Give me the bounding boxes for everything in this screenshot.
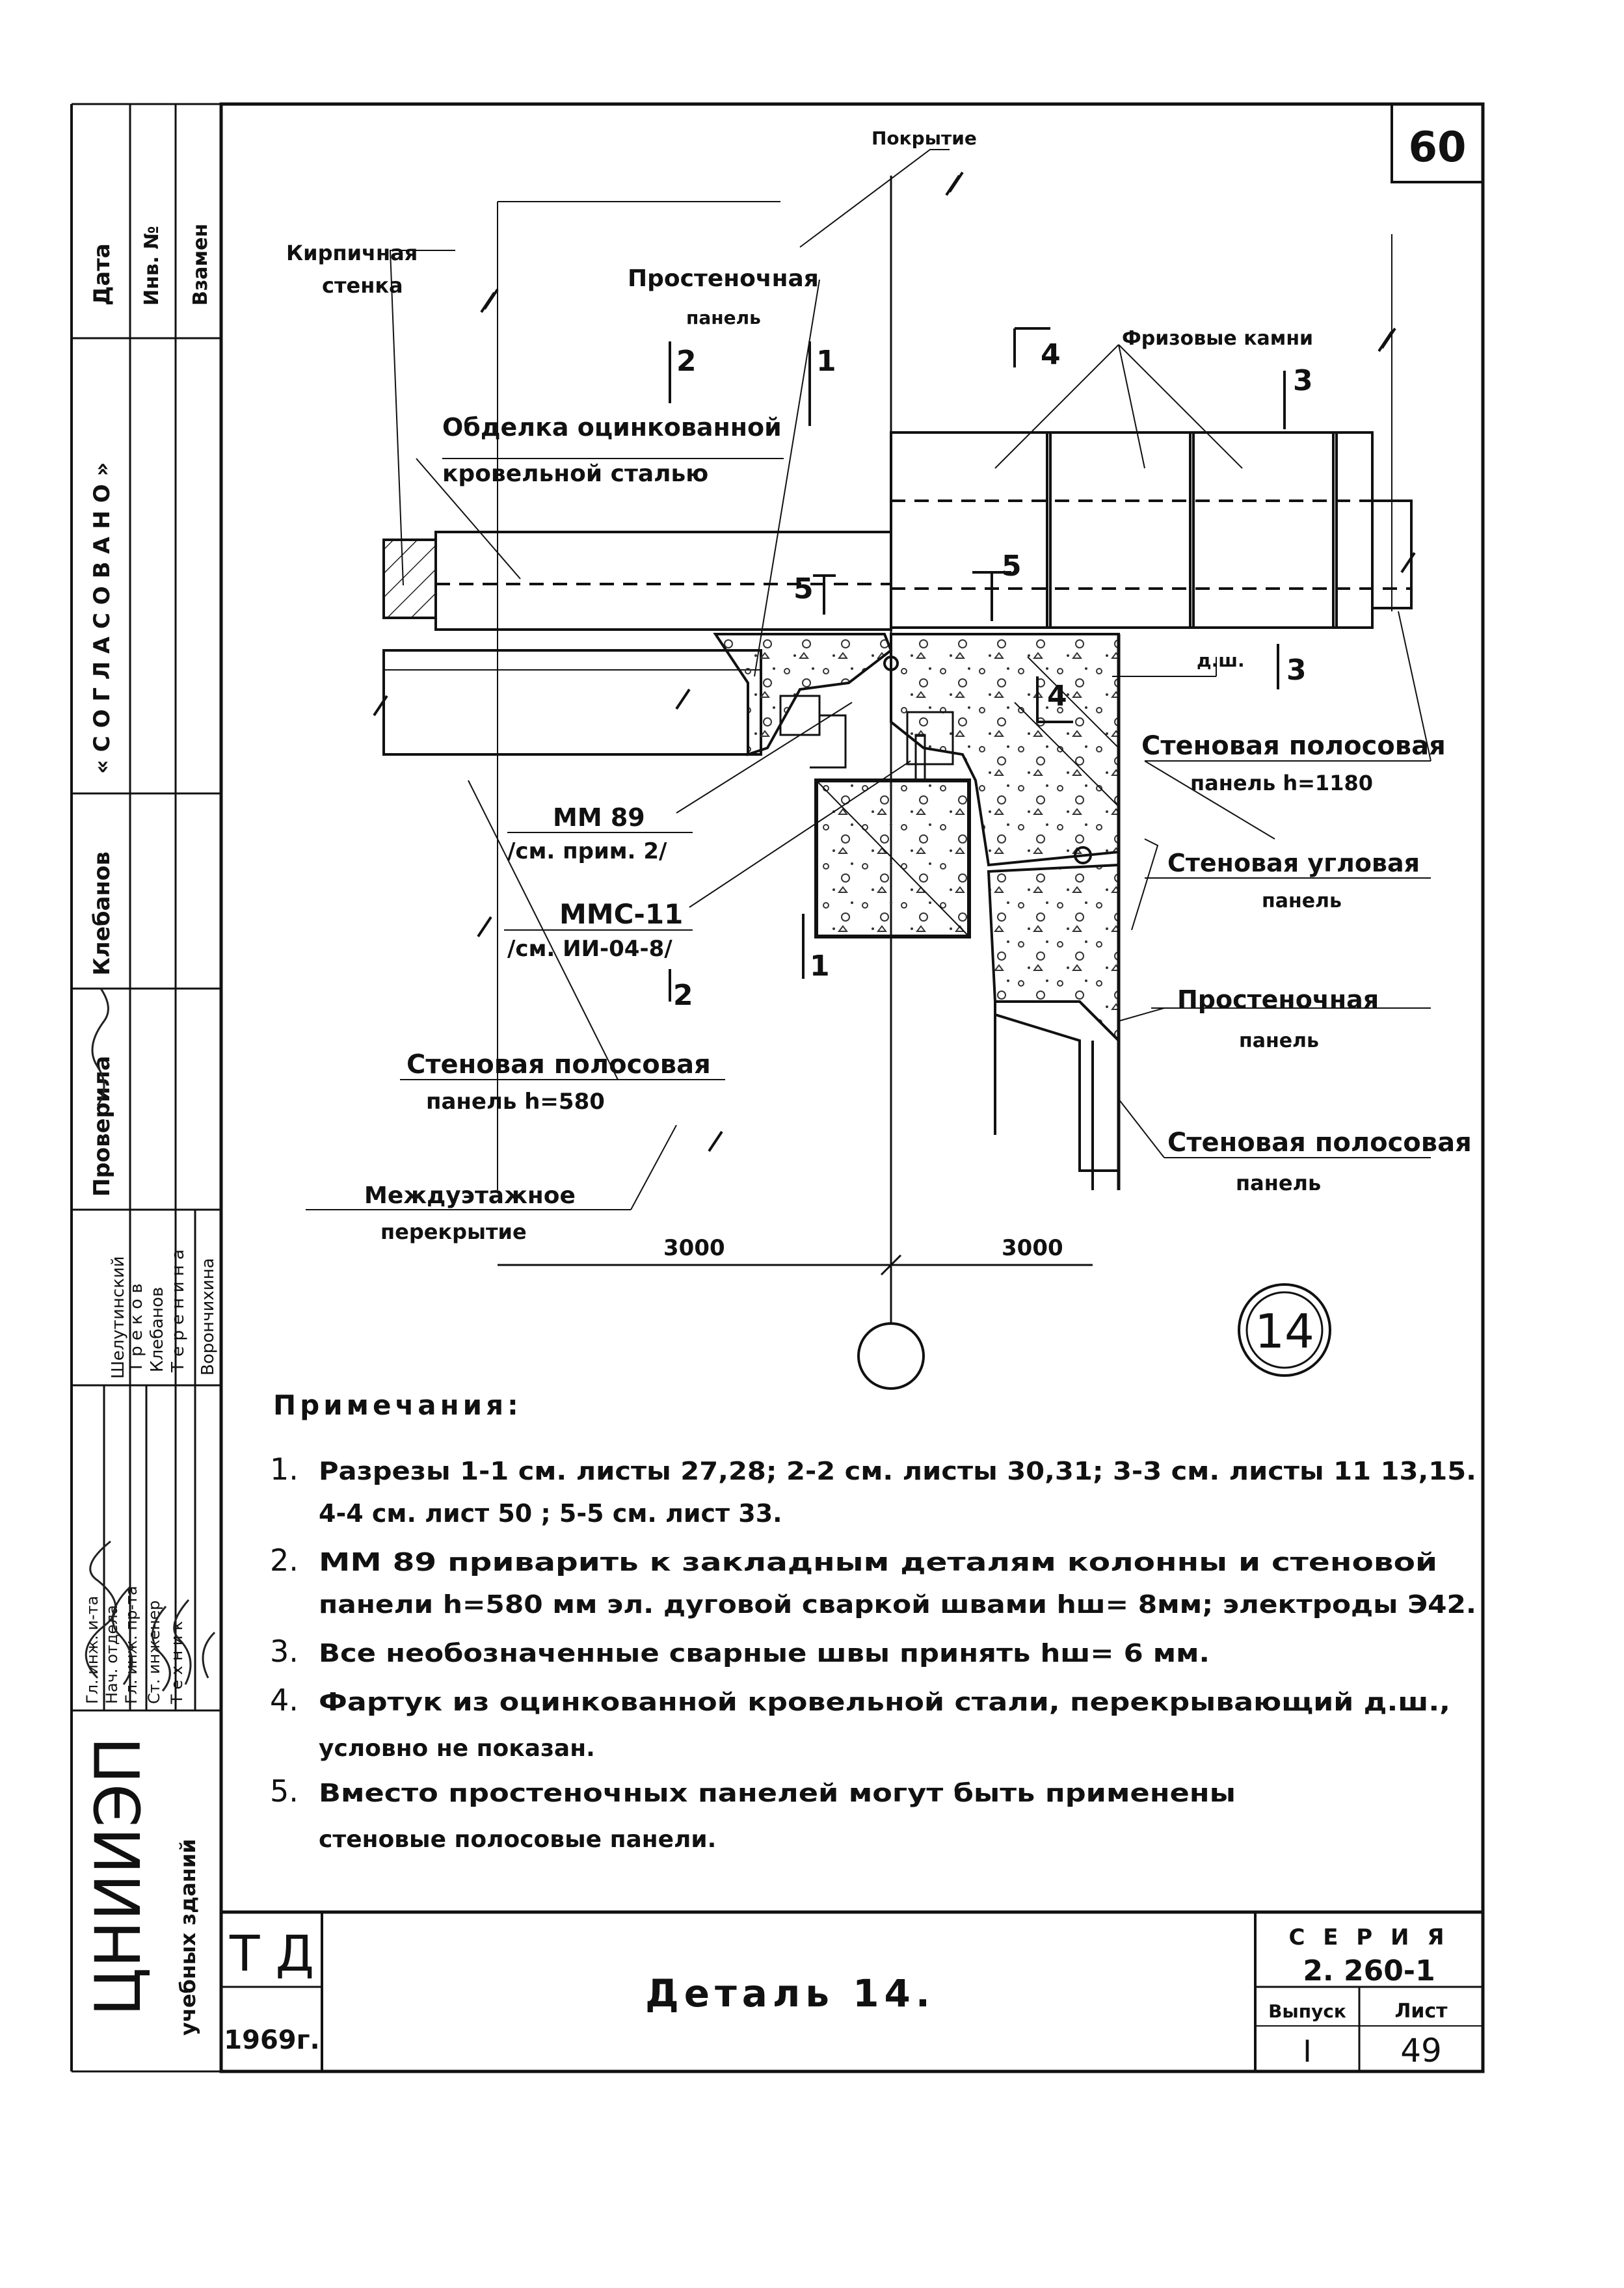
detail-number: 14 <box>1255 1304 1314 1359</box>
stamp-role-5: Т е х н и к <box>168 1621 186 1705</box>
stamp-date: Дата <box>89 243 115 306</box>
note-2-line1: ММ 89 приварить к закладным деталям коло… <box>319 1548 1437 1576</box>
note-3-line1: Все необозначенные сварные швы принять h… <box>319 1639 1210 1668</box>
label-mmc11-2: /см. ИИ-04-8/ <box>507 936 672 962</box>
label-obdelka-1: Обделка оцинкованной <box>442 413 782 442</box>
prostenochnaya-panel-top <box>713 633 893 756</box>
section-mark-5: 5 <box>1002 550 1022 583</box>
side-stamp-text: Дата Инв. № Взамен « С О Г Л А С О В А Н… <box>82 224 218 2036</box>
note-1-line1: Разрезы 1-1 см. листы 27,28; 2-2 см. лис… <box>319 1457 1476 1485</box>
label-mm89-1: ММ 89 <box>553 803 645 832</box>
label-prost2-1: Простеночная <box>1177 985 1379 1014</box>
label-kirp-2: стенка <box>322 273 403 298</box>
frame <box>70 102 1485 2073</box>
detail-number-mark: 14 <box>1238 1283 1331 1377</box>
label-prost1-2: панель <box>686 307 761 328</box>
stamp-vzamen: Взамен <box>189 224 212 306</box>
tb-code: Т Д <box>229 1924 314 1982</box>
label-mmc11-1: ММС-11 <box>559 898 683 930</box>
section-mark-1b: 1 <box>810 950 830 983</box>
title-block <box>221 1910 1483 2071</box>
dim-right: 3000 <box>1002 1235 1063 1261</box>
label-prost1-1: Простеночная <box>628 265 819 292</box>
stamp-role-2: Нач. отдела <box>103 1605 121 1704</box>
sheet-number: 60 <box>1408 124 1466 172</box>
prostenochnaya-panel-lower <box>994 1000 1120 1172</box>
tb-series: 2. 260-1 <box>1303 1954 1435 1988</box>
stamp-org-sub: учебных зданий <box>176 1839 200 2036</box>
floor-slab <box>382 649 762 756</box>
note-3-num: 3. <box>270 1634 299 1669</box>
section-mark-2b: 2 <box>673 979 693 1012</box>
signatures <box>85 988 216 1692</box>
notes-title: Примечания: <box>273 1389 522 1421</box>
note-1-num: 1. <box>270 1452 299 1487</box>
tb-vypusk-label: Выпуск <box>1268 2001 1346 2022</box>
tb-title: Деталь 14. <box>645 1971 935 2015</box>
label-stp1180-1: Стеновая полосовая <box>1141 731 1446 761</box>
section-mark-4b: 4 <box>1047 680 1067 713</box>
tb-vypusk: I <box>1303 2034 1312 2069</box>
label-stp3-2: панель <box>1236 1171 1321 1195</box>
label-stp3-1: Стеновая полосовая <box>1167 1128 1472 1158</box>
tb-year: 1969г. <box>224 2025 319 2055</box>
notes: Примечания: 1. Разрезы 1-1 см. листы 27,… <box>270 1389 1476 1853</box>
note-1-line2: 4-4 см. лист 50 ; 5-5 см. лист 33. <box>319 1499 782 1528</box>
grid-axis-bubble <box>857 1322 925 1390</box>
brick-wall <box>382 539 437 619</box>
section-mark-3b: 3 <box>1286 654 1307 687</box>
note-2-num: 2. <box>270 1543 299 1578</box>
stamp-klebanov: Клебанов <box>89 851 115 976</box>
stamp-name-klebanov: Клебанов <box>148 1287 167 1372</box>
label-mm89-2: /см. прим. 2/ <box>507 838 667 864</box>
section-mark-1: 1 <box>816 345 836 378</box>
label-mezh-1: Междуэтажное <box>364 1182 576 1209</box>
stamp-name-shelut: Шелутинский <box>109 1256 128 1379</box>
stamp-name-terenina: Т е р е н и н а <box>168 1249 188 1373</box>
label-ugl-1: Стеновая угловая <box>1167 849 1420 877</box>
stamp-name-trekov: Т р е к о в <box>127 1283 146 1373</box>
tb-series-label: С Е Р И Я <box>1288 1924 1449 1950</box>
stamp-proverila: Проверила <box>89 1056 115 1197</box>
note-5-line2: стеновые полосовые панели. <box>319 1826 716 1853</box>
section-mark-4: 4 <box>1041 338 1061 371</box>
label-stp580-1: Стеновая полосовая <box>406 1050 711 1080</box>
label-obdelka-2: кровельной сталью <box>442 460 708 487</box>
stamp-name-voron: Ворончихина <box>198 1258 218 1376</box>
stamp-role-3: Гл. инж. пр-та <box>122 1586 140 1704</box>
stamp-org: ЦНИИЭП <box>82 1736 155 2016</box>
label-pokrytie: Покрытие <box>872 127 977 149</box>
section-mark-5b: 5 <box>793 572 814 605</box>
stamp-soglasovano: « С О Г Л А С О В А Н О » <box>89 462 115 775</box>
label-ugl-2: панель <box>1262 890 1342 912</box>
stamp-inv: Инв. № <box>140 226 163 306</box>
note-5-line1: Вместо простеночных панелей могут быть п… <box>319 1779 1236 1807</box>
side-stamp <box>72 104 221 2073</box>
tb-list: 49 <box>1400 2032 1442 2069</box>
drawing-labels: Покрытие Кирпичная стенка Простеночная п… <box>286 127 1472 1261</box>
note-4-line2: условно не показан. <box>319 1735 595 1762</box>
section-mark-2: 2 <box>676 345 697 378</box>
note-2-line2: панели h=580 мм эл. дуговой сваркой швам… <box>319 1590 1476 1619</box>
note-4-num: 4. <box>270 1683 299 1718</box>
label-stp1180-2: панель h=1180 <box>1190 771 1373 795</box>
label-stp580-2: панель h=580 <box>426 1089 605 1115</box>
section-mark-3: 3 <box>1293 364 1313 397</box>
label-dsh: д.ш. <box>1197 650 1245 671</box>
detail-drawing <box>306 149 1431 1390</box>
frieze-stones <box>890 431 1374 629</box>
dim-left: 3000 <box>663 1235 725 1261</box>
note-4-line1: Фартук из оцинкованной кровельной стали,… <box>319 1688 1450 1716</box>
label-mezh-2: перекрытие <box>380 1219 527 1244</box>
label-prost2-2: панель <box>1239 1030 1319 1052</box>
label-kirp-1: Кирпичная <box>286 241 418 265</box>
note-5-num: 5. <box>270 1774 299 1809</box>
tb-list-label: Лист <box>1394 2000 1448 2023</box>
label-friz: Фризовые камни <box>1122 327 1313 350</box>
